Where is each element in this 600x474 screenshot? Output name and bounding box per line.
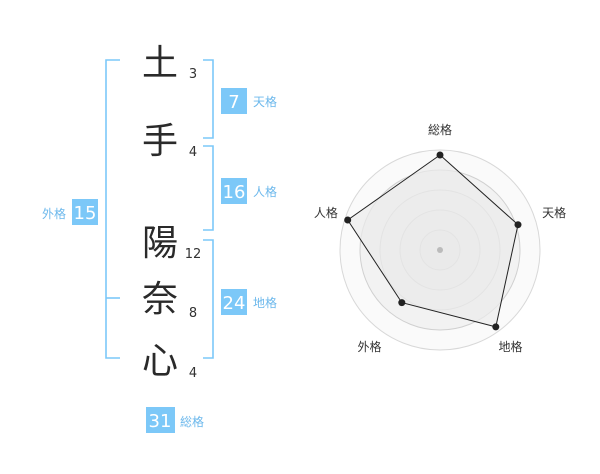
radar-center-dot (437, 247, 443, 253)
soukaku-value: 31 (149, 411, 172, 432)
radar-area (347, 154, 519, 328)
chikaku-value-bg (221, 289, 247, 315)
character-2: 手 (142, 121, 178, 162)
radar-label-5: 人格 (314, 205, 338, 220)
soukaku-label: 総格 (180, 414, 204, 429)
jinkaku-box: 16 人格 (221, 178, 277, 204)
radar-point-5 (344, 216, 352, 224)
name-column: 土 3 手 4 陽 12 奈 8 心 4 (142, 43, 201, 382)
jinkaku-label: 人格 (253, 184, 277, 199)
radar-label-3: 地格 (498, 339, 522, 354)
radar-points (344, 151, 522, 331)
tenkaku-bracket (203, 59, 214, 139)
radar-point-1 (436, 151, 444, 159)
tenkaku-value: 7 (228, 92, 239, 113)
soukaku-box: 31 総格 (146, 407, 204, 433)
jinkaku-value: 16 (223, 182, 246, 203)
tenkaku-box: 7 天格 (221, 88, 277, 114)
chikaku-box: 24 地格 (221, 289, 277, 315)
jinkaku-bracket (203, 145, 214, 231)
tenkaku-value-bg (221, 88, 247, 114)
radar-label-1: 総格 (428, 122, 452, 137)
radar-point-2 (514, 221, 522, 229)
character-3: 陽 (142, 223, 178, 264)
stroke-count-2: 4 (189, 145, 197, 160)
gaikaku-box: 外格 15 (42, 199, 98, 225)
gaikaku-value-bg (72, 199, 98, 225)
gaikaku-bracket (105, 59, 120, 359)
gaikaku-label: 外格 (42, 206, 66, 221)
radar-label-4: 外格 (357, 339, 381, 354)
tenkaku-label: 天格 (253, 94, 277, 109)
soukaku-value-bg (146, 407, 175, 433)
stroke-count-5: 4 (189, 366, 197, 381)
radar-point-4 (398, 299, 406, 307)
brackets (105, 59, 214, 359)
chikaku-value: 24 (223, 293, 246, 314)
chikaku-label: 地格 (253, 295, 277, 310)
gaikaku-value: 15 (74, 203, 97, 224)
chikaku-bracket (203, 239, 214, 359)
character-1: 土 (142, 43, 178, 84)
stroke-count-1: 3 (189, 67, 197, 82)
stroke-count-4: 8 (189, 306, 197, 321)
radar-label-2: 天格 (542, 205, 566, 220)
stroke-count-3: 12 (185, 247, 202, 262)
character-5: 心 (142, 341, 178, 382)
radar-point-3 (492, 323, 500, 331)
jinkaku-value-bg (221, 178, 247, 204)
character-4: 奈 (142, 279, 178, 320)
